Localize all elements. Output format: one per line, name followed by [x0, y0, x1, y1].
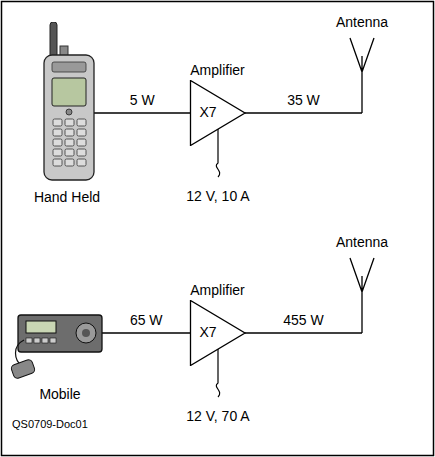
signal-line — [245, 332, 362, 333]
power-label: 35 W — [285, 92, 322, 109]
supply-label: 12 V, 10 A — [168, 188, 268, 205]
signal-line — [102, 332, 191, 333]
document-id: QS0709-Doc01 — [12, 416, 88, 433]
antenna-node: Antenna — [327, 234, 397, 333]
device-label: Mobile — [8, 386, 112, 403]
power-wire — [216, 349, 219, 397]
power-label: 455 W — [281, 312, 325, 329]
antenna-label: Antenna — [327, 234, 397, 251]
mobile-node: Mobile — [8, 300, 112, 403]
power-wire — [216, 129, 219, 177]
amplifier-heading: Amplifier — [170, 62, 265, 79]
antenna-symbol — [327, 32, 397, 113]
signal-line — [245, 112, 362, 113]
handheld-radio — [22, 22, 112, 187]
signal-line — [94, 112, 191, 113]
amplifier-heading: Amplifier — [170, 282, 265, 299]
amplifier-triangle — [170, 80, 265, 146]
amp-node: AmplifierX7 — [170, 282, 265, 366]
antenna-symbol — [327, 252, 397, 333]
device-label: Hand Held — [22, 189, 112, 206]
power-label: 5 W — [128, 92, 157, 109]
mobile-radio — [8, 300, 112, 382]
power-label: 65 W — [128, 312, 165, 329]
antenna-node: Antenna — [327, 14, 397, 113]
gain-label: X7 — [192, 324, 224, 341]
amp-node: AmplifierX7 — [170, 62, 265, 146]
amplifier-triangle — [170, 300, 265, 366]
supply-label: 12 V, 70 A — [168, 408, 268, 425]
gain-label: X7 — [192, 104, 224, 121]
antenna-label: Antenna — [327, 14, 397, 31]
handheld-node: Hand Held — [22, 22, 112, 206]
